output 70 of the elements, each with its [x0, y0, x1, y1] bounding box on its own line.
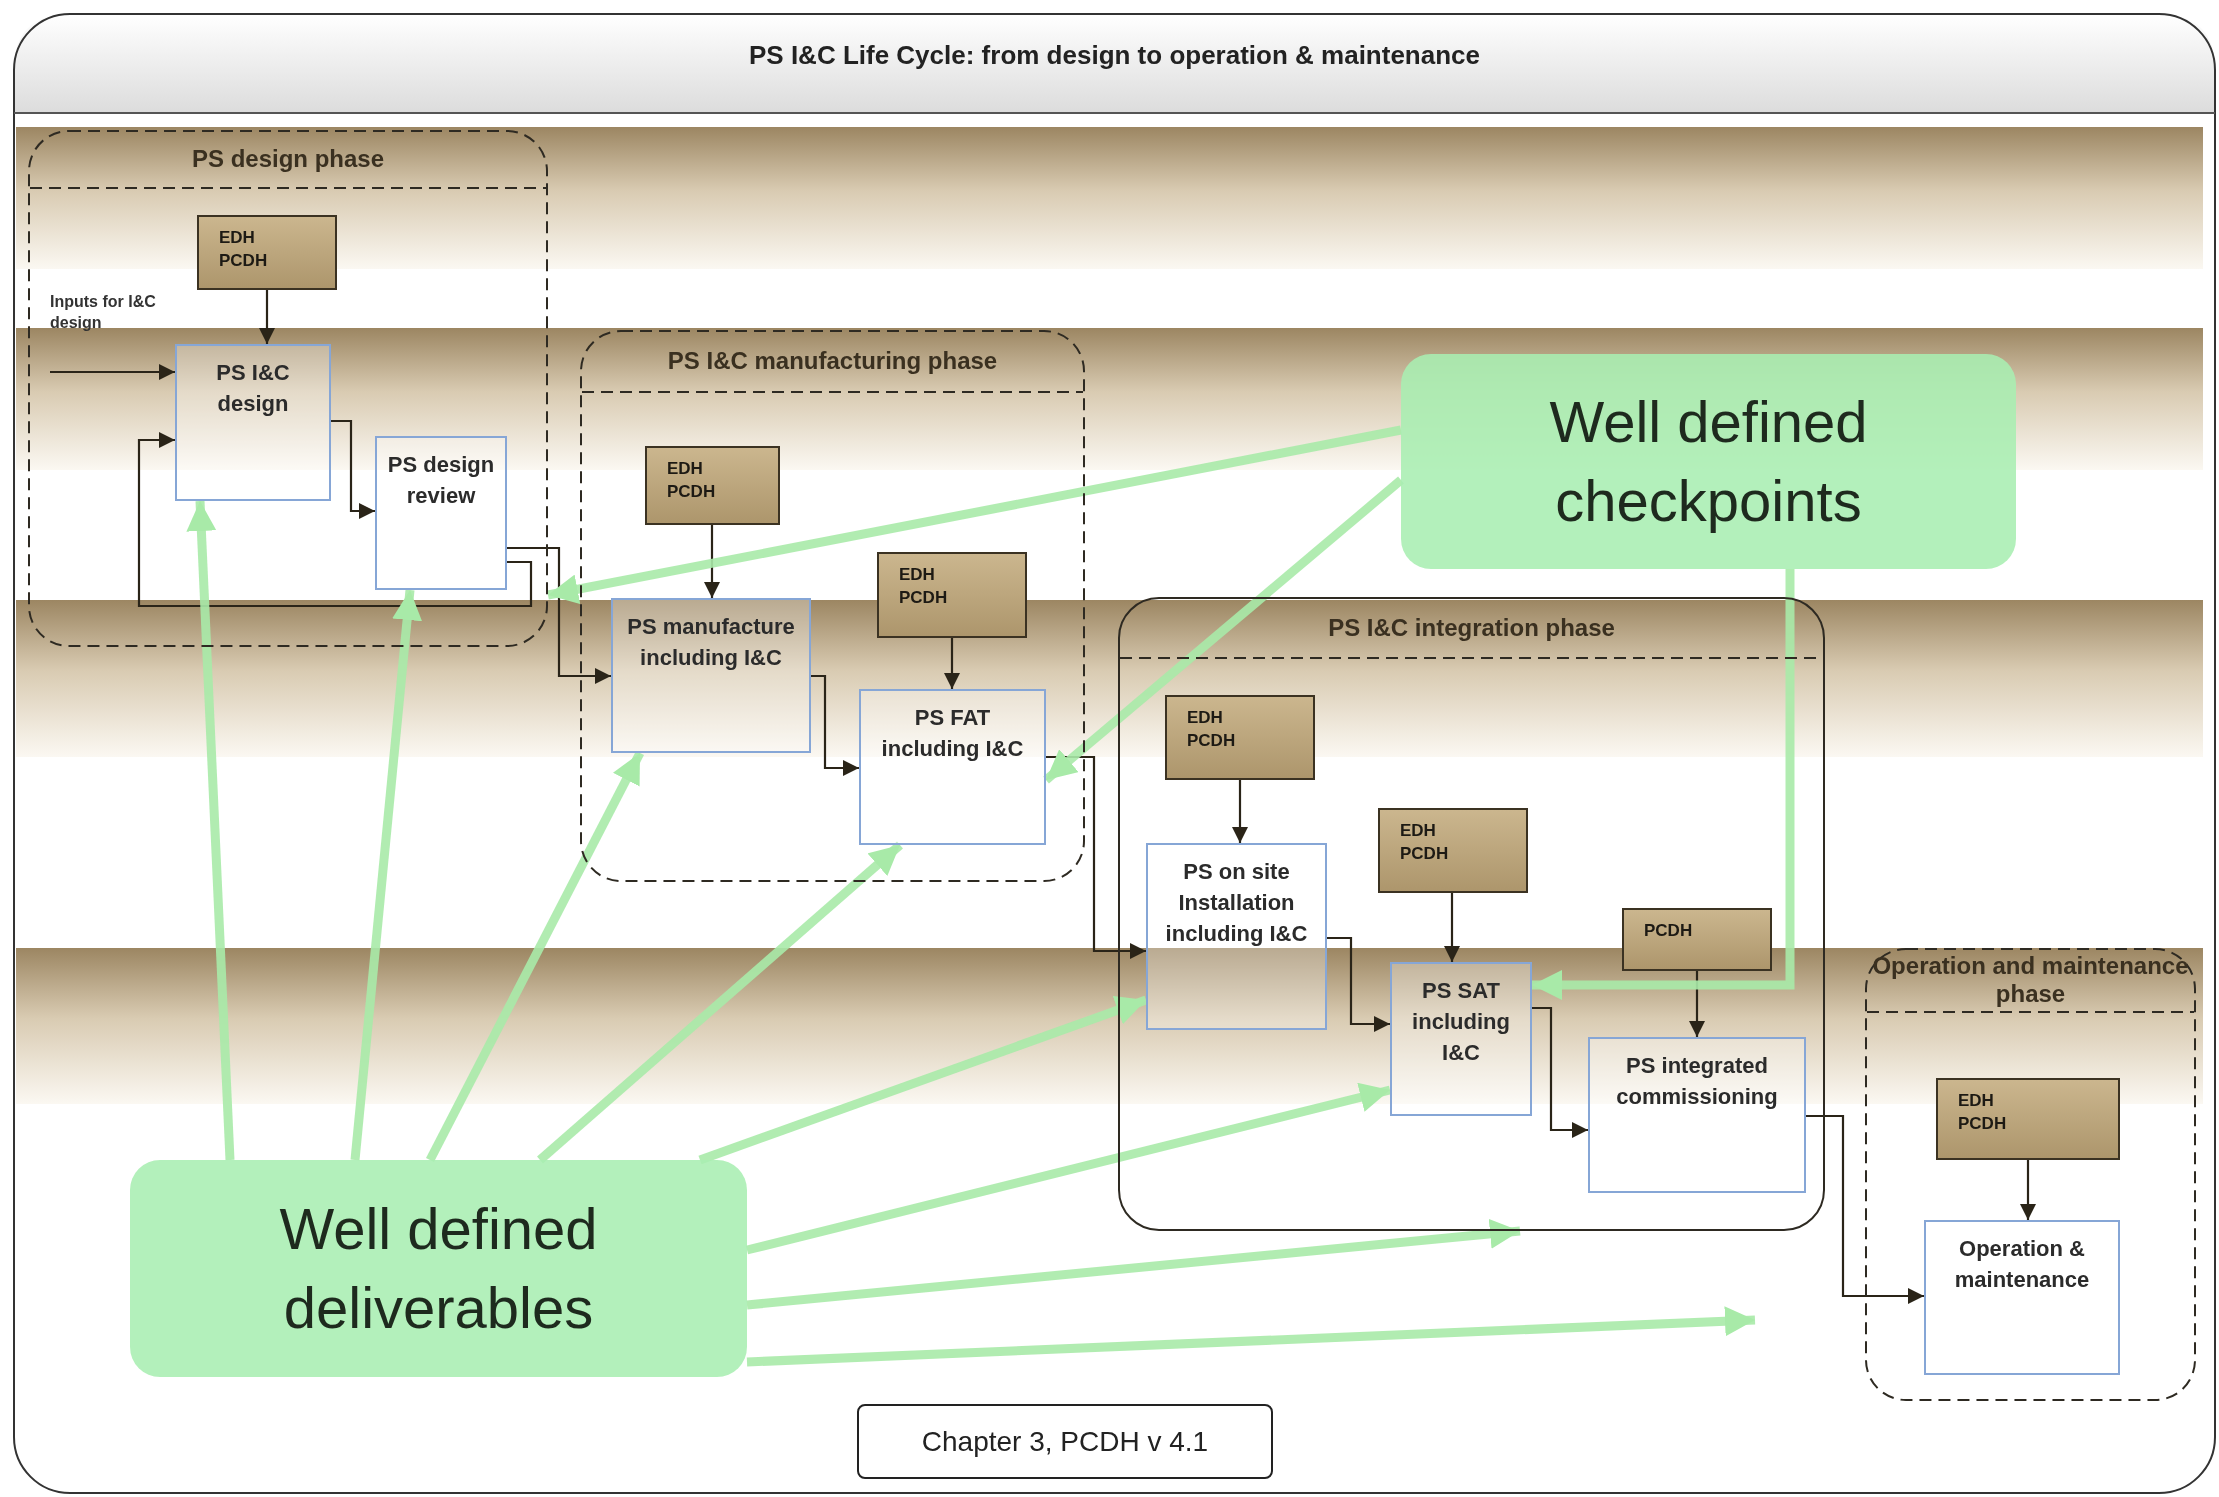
flow-arrow [1444, 893, 1460, 962]
step-label: PS I&C design [215, 359, 291, 418]
document-box [1622, 908, 1772, 971]
flow-arrow [944, 638, 960, 689]
callout-arrow [746, 1218, 1521, 1310]
process-box [175, 344, 331, 501]
caption-box: Chapter 3, PCDH v 4.1 [857, 1404, 1273, 1479]
step-label: PS manufacture including I&C [626, 613, 796, 672]
process-box [375, 436, 507, 590]
step-label: Operation & maintenance [1953, 1235, 2091, 1294]
phase-title: PS design phase [191, 145, 385, 173]
process-box [1924, 1220, 2120, 1375]
callout-box [130, 1160, 747, 1377]
phase-group [1865, 948, 2196, 1401]
process-box [1588, 1037, 1806, 1193]
document-box [877, 552, 1027, 638]
flow-arrow [1689, 971, 1705, 1037]
document-box [1165, 695, 1315, 780]
phase-title: Operation and maintenance phase [1871, 952, 2190, 1008]
document-label: EDH PCDH [1399, 820, 1450, 865]
flow-arrow [811, 674, 859, 776]
phase-group [28, 130, 548, 647]
callout-arrow [1532, 569, 1795, 1000]
flow-arrow [1232, 780, 1248, 843]
step-label: PS on site Installation including I&C [1164, 858, 1309, 948]
flow-arrow [704, 525, 720, 598]
callout-arrow [186, 500, 235, 1161]
document-box [197, 215, 337, 290]
process-box [1146, 843, 1327, 1030]
callout-arrow [547, 425, 1402, 605]
document-label: PCDH [1643, 920, 1694, 942]
callout-arrow [1043, 476, 1404, 784]
flow-arrow [331, 419, 375, 519]
flow-arrow [137, 432, 533, 608]
document-label: EDH PCDH [1957, 1090, 2008, 1135]
callout-text: Well defined deliverables [278, 1195, 599, 1342]
document-label: EDH PCDH [666, 458, 717, 503]
callout-arrow [426, 750, 644, 1163]
document-box [645, 446, 780, 525]
step-label: PS FAT including I&C [880, 704, 1025, 763]
step-label: PS design review [386, 451, 496, 510]
callout-arrow [746, 1306, 1756, 1367]
flow-arrow [1806, 1114, 1924, 1304]
document-box [1936, 1078, 2120, 1160]
phase-group [580, 330, 1085, 882]
step-label: PS SAT including I&C [1411, 977, 1511, 1067]
input-text: Inputs for I&C design [50, 292, 157, 333]
process-box [859, 689, 1046, 845]
step-label: PS integrated commissioning [1615, 1052, 1779, 1111]
document-label: EDH PCDH [1186, 707, 1237, 752]
phase-title: PS I&C integration phase [1328, 613, 1615, 642]
document-label: EDH PCDH [218, 227, 269, 272]
callout-arrow [745, 1082, 1392, 1255]
diagram-title: PS I&C Life Cycle: from design to operation & maintenance [748, 40, 1481, 71]
flow-arrow [1046, 755, 1146, 959]
callout-arrow [350, 589, 423, 1161]
flow-arrow [259, 290, 275, 344]
callout-text: Well defined checkpoints [1548, 388, 1869, 535]
flow-arrow [2020, 1160, 2036, 1220]
flow-arrow [1327, 936, 1390, 1032]
process-box [611, 598, 811, 753]
callout-box [1401, 354, 2016, 569]
document-box [1378, 808, 1528, 893]
flow-arrow [1532, 1006, 1588, 1138]
phase-title: PS I&C manufacturing phase [667, 347, 998, 375]
flow-arrow [50, 364, 175, 380]
flow-arrow [507, 546, 611, 684]
document-label: EDH PCDH [898, 564, 949, 609]
process-box [1390, 962, 1532, 1116]
phase-group [1118, 597, 1825, 1231]
